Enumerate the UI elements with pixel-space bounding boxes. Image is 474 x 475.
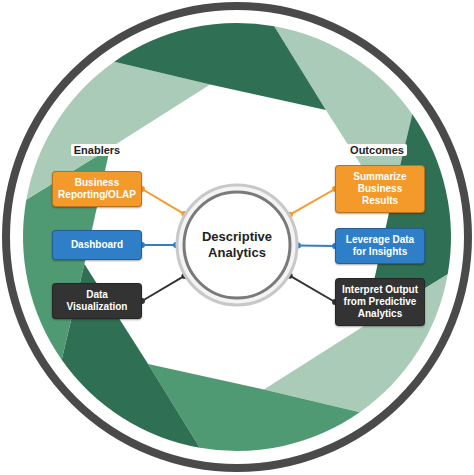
outcome-box: Leverage Data for Insights — [335, 228, 425, 264]
enabler-box: Data Visualization — [52, 283, 142, 319]
column-heading: Outcomes — [347, 144, 407, 156]
shutter-blade — [114, 23, 326, 110]
outer-ring — [6, 6, 468, 468]
outcome-box: Interpret Output from Predictive Analyti… — [335, 278, 425, 326]
connector-line — [142, 244, 176, 246]
node-text: Dashboard — [57, 239, 137, 251]
center-circle: Descriptive Analytics — [175, 183, 299, 307]
node-text: Descriptive Analytics — [191, 229, 283, 260]
column-heading: Enablers — [71, 144, 123, 156]
connector-line — [142, 189, 184, 214]
enabler-box: Dashboard — [52, 230, 142, 260]
outcome-box: Summarize Business Results — [335, 165, 425, 213]
node-text: Business Reporting/OLAP — [57, 177, 137, 201]
node-text: Leverage Data for Insights — [340, 234, 420, 258]
circle-ring — [177, 185, 297, 305]
circle-core — [184, 192, 290, 298]
shutter-blade — [264, 274, 448, 412]
connector-line — [298, 245, 335, 247]
connector-line — [290, 189, 335, 215]
connector-line — [142, 276, 184, 301]
node-text: Interpret Output from Predictive Analyti… — [340, 284, 420, 320]
enabler-box: Business Reporting/OLAP — [52, 171, 142, 207]
connector-line — [290, 276, 335, 302]
node-text: Summarize Business Results — [340, 171, 420, 207]
node-text: Data Visualization — [57, 289, 137, 313]
